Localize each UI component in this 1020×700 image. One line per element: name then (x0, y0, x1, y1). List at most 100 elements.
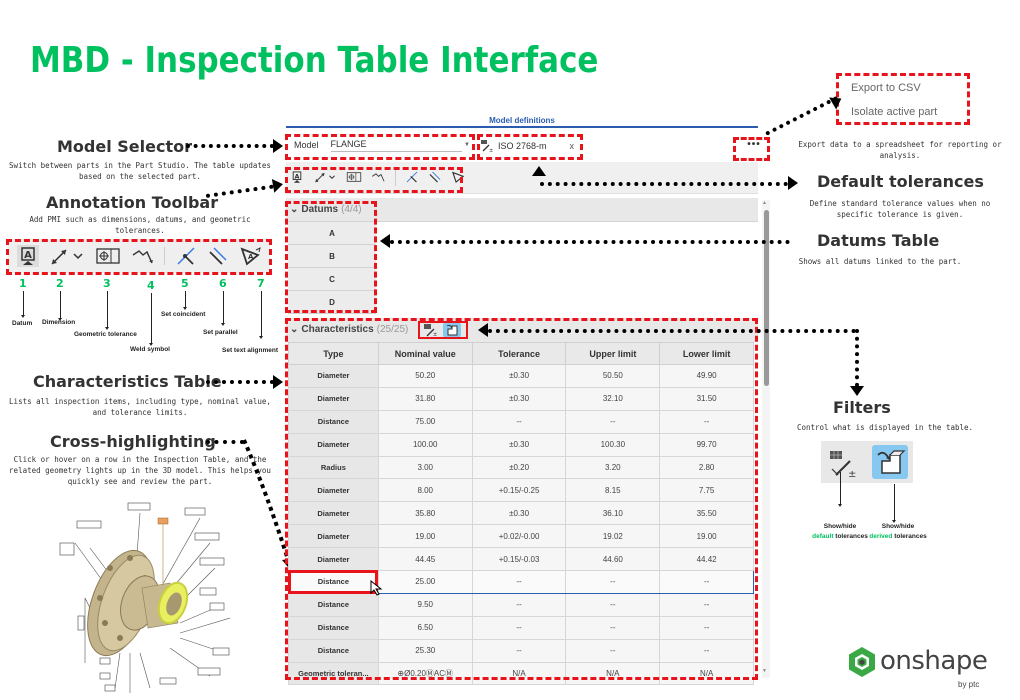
cross-highlighting-desc: Click or hover on a row in the Inspectio… (9, 455, 271, 486)
cell-lower: 2.80 (659, 455, 754, 480)
annotation-toolbar: A (290, 168, 465, 186)
model-selector-highlight (285, 134, 475, 160)
col-type[interactable]: Type (288, 342, 379, 365)
annotation-toolbar-highlight (6, 239, 272, 275)
arrow-right-icon (788, 176, 798, 190)
cell-lower: -- (659, 638, 754, 663)
datum-row[interactable]: D (288, 291, 376, 314)
filters-desc: Control what is displayed in the table. (796, 423, 974, 432)
onshape-logo-text: onshape (880, 646, 988, 676)
filter-derived-label: Show/hide derived tolerances (869, 523, 927, 540)
datum-button[interactable]: A (290, 170, 304, 184)
scrollbar[interactable] (762, 200, 770, 678)
model-selector-heading: Model Selector (57, 137, 192, 156)
arrow-left-icon (380, 234, 390, 248)
text-alignment-icon: A (240, 247, 261, 266)
weld-symbol-button[interactable] (371, 170, 386, 184)
more-menu-highlight (836, 73, 970, 125)
text-alignment-button[interactable] (451, 170, 465, 184)
cell-nominal: 25.30 (377, 638, 473, 663)
cell-upper: 19.02 (565, 524, 661, 549)
cell-nominal: 50.20 (377, 364, 473, 388)
characteristics-toggle[interactable]: ⌄ Characteristics (25/25) (290, 324, 408, 335)
default-tolerance-chip[interactable]: ± ISO 2768-m x (480, 137, 580, 155)
datum-row[interactable]: C (288, 268, 376, 291)
svg-text:±: ± (848, 469, 856, 479)
cell-lower: 7.75 (659, 478, 754, 503)
model-label: Model (294, 140, 319, 150)
col-tolerance[interactable]: Tolerance (471, 342, 567, 365)
chevron-down-icon[interactable]: ▼ (464, 142, 470, 148)
scrollbar-thumb[interactable] (764, 210, 769, 386)
annotation-toolbar-heading: Annotation Toolbar (46, 193, 219, 212)
cell-upper: 50.50 (565, 364, 661, 388)
cell-nominal: 9.50 (377, 592, 473, 617)
default-tolerance-icon: ± (481, 140, 493, 153)
scroll-up-icon[interactable]: ▲ (762, 200, 767, 206)
derived-tolerances-filter-button[interactable] (443, 323, 461, 337)
cell-lower: 44.42 (659, 547, 754, 572)
dimension-button[interactable] (313, 170, 337, 184)
isolate-part-menu-item[interactable]: Isolate active part (851, 106, 938, 118)
model-value[interactable]: FLANGE (330, 139, 463, 152)
cell-upper: 36.10 (565, 501, 661, 526)
more-options-highlight (733, 137, 770, 161)
cross-highlighting-heading: Cross-highlighting (50, 432, 216, 451)
characteristics-table-heading: Characteristics Table (33, 372, 222, 391)
cell-type: Diameter (288, 524, 379, 549)
cell-lower: -- (659, 570, 754, 594)
cell-type: Diameter (288, 364, 379, 388)
parallel-button[interactable] (428, 170, 442, 184)
export-csv-menu-item[interactable]: Export to CSV (851, 82, 921, 94)
datum-row[interactable]: B (288, 245, 376, 268)
col-nominal[interactable]: Nominal value (377, 342, 473, 365)
annotation-toolbar-enlarged: A A (8, 239, 270, 273)
cell-type: Diameter (288, 501, 379, 526)
legend-label-set-text-alignment: Set text alignment (222, 347, 278, 354)
arrow-left-icon (478, 323, 488, 337)
model-selector[interactable]: Model FLANGE ▼ (290, 136, 470, 154)
geometric-tolerance-button[interactable] (346, 170, 362, 184)
datum-row[interactable]: A (288, 222, 376, 245)
cell-type: Diameter (288, 432, 379, 457)
annotation-toolbar-desc: Add PMI such as dimensions, datums, and … (29, 215, 251, 235)
clear-tolerance-button[interactable]: x (569, 141, 575, 151)
cell-nominal: 35.80 (377, 501, 473, 526)
derived-tolerances-filter-enlarged (872, 445, 908, 479)
cell-type: Diameter (288, 547, 379, 572)
scroll-down-icon[interactable]: ▼ (762, 668, 767, 674)
panel-title: Model definitions (489, 116, 555, 125)
legend-num-1: 1 (19, 277, 27, 290)
chevron-down-icon: ⌄ (290, 204, 299, 215)
characteristics-label: Characteristics (301, 324, 374, 335)
filter-default-label: Show/hide default tolerances (812, 523, 868, 540)
legend-num-7: 7 (257, 277, 265, 290)
coincident-button[interactable] (405, 170, 419, 184)
col-upper[interactable]: Upper limit (565, 342, 661, 365)
datum-icon: A (16, 245, 39, 267)
arrow-up-icon (532, 166, 546, 176)
more-options-menu: Export to CSV Isolate active part (837, 74, 967, 124)
cell-upper: 8.15 (565, 478, 661, 503)
datums-toggle[interactable]: ⌄ Datums (4/4) (290, 204, 362, 215)
more-options-button[interactable]: ••• (747, 139, 761, 150)
datums-highlight (285, 201, 377, 313)
legend-label-dimension: Dimension (42, 319, 76, 326)
cell-upper: -- (565, 409, 661, 434)
default-tolerances-filter-button[interactable]: ± (423, 323, 439, 337)
col-lower[interactable]: Lower limit (659, 342, 754, 365)
annotation-toolbar-ui-highlight (285, 167, 463, 193)
filters-group: ± (418, 321, 468, 339)
